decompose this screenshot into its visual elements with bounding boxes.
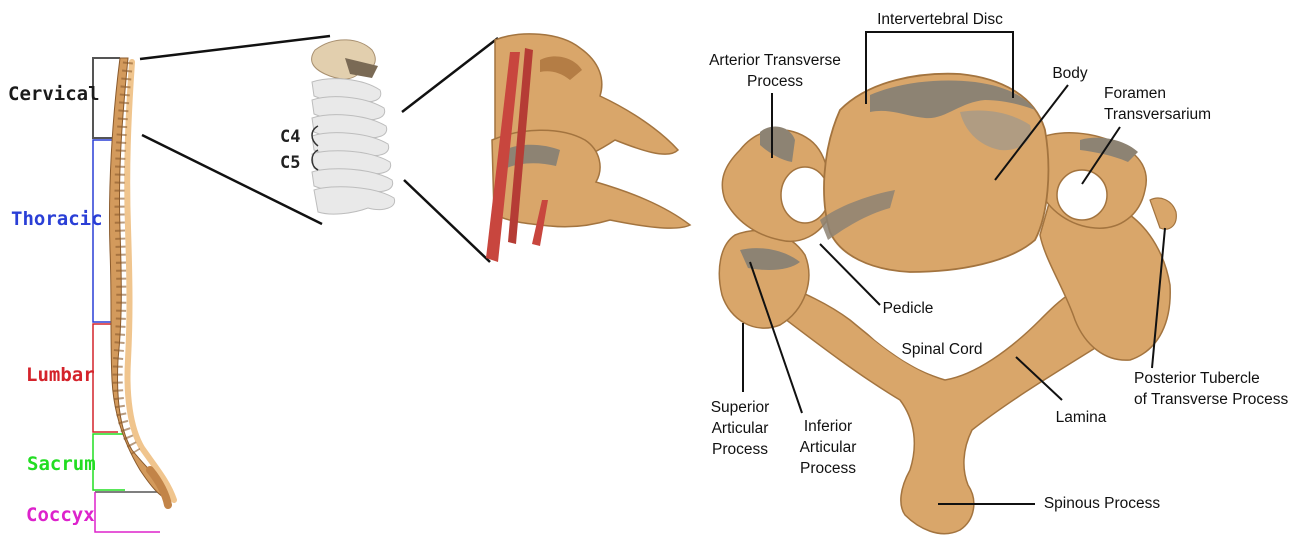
cervical-stack: C4 C5 [280, 40, 395, 214]
region-label-lumbar: Lumbar [26, 364, 95, 386]
label-arterior-transverse-line2: Process [747, 73, 803, 90]
region-bracket-coccyx [95, 492, 165, 532]
region-label-thoracic: Thoracic [11, 208, 103, 230]
label-superior-articular-line2: Articular [712, 420, 769, 437]
label-lamina: Lamina [1056, 409, 1107, 426]
label-inferior-articular-line2: Articular [800, 439, 857, 456]
zoom-lines-cervical [140, 36, 330, 224]
region-label-coccyx: Coccyx [26, 504, 95, 526]
label-superior-articular-line3: Process [712, 441, 768, 458]
region-bracket-sacrum [93, 434, 125, 490]
label-inferior-articular-line1: Inferior [804, 418, 852, 435]
label-arterior-transverse-line1: Arterior Transverse [709, 52, 841, 69]
spine-panel: Cervical Thoracic Lumbar Sacrum Coccyx [8, 58, 174, 532]
c5-label: C5 [280, 153, 300, 173]
label-posterior-tubercle-line1: Posterior Tubercle [1134, 370, 1260, 387]
label-posterior-tubercle-line2: of Transverse Process [1134, 391, 1288, 408]
label-foramen-line1: Foramen [1104, 85, 1166, 102]
right-foramen-hole [1057, 170, 1107, 220]
region-label-cervical: Cervical [8, 83, 100, 105]
label-inferior-articular-line3: Process [800, 460, 856, 477]
vertebra-illustration [719, 74, 1176, 534]
label-body: Body [1052, 65, 1088, 82]
label-pedicle: Pedicle [883, 300, 934, 317]
label-spinous-process: Spinous Process [1044, 495, 1161, 512]
c4-label: C4 [280, 127, 300, 147]
motion-segment [486, 34, 690, 262]
label-intervertebral-disc: Intervertebral Disc [877, 11, 1003, 28]
zoom-lines-segment [402, 38, 498, 262]
label-superior-articular-line1: Superior [711, 399, 770, 416]
label-foramen-line2: Transversarium [1104, 106, 1211, 123]
label-spinal-cord: Spinal Cord [902, 341, 983, 358]
spine-column [109, 58, 174, 505]
region-label-sacrum: Sacrum [27, 453, 96, 475]
left-foramen-hole [781, 167, 829, 223]
